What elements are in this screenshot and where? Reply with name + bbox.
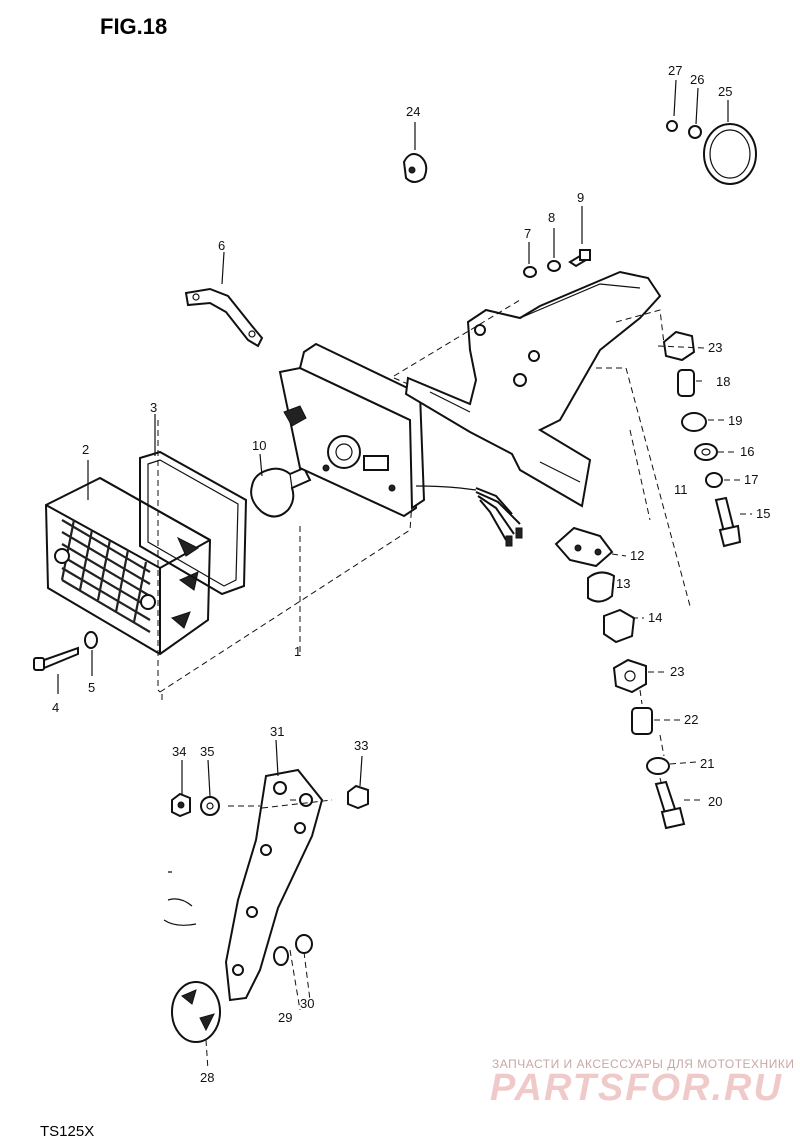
callout-24: 24 bbox=[406, 104, 420, 119]
callout-28: 28 bbox=[200, 1070, 214, 1085]
part-19-cushion bbox=[681, 412, 707, 432]
callout-8: 8 bbox=[548, 210, 555, 225]
callout-23-upper: 23 bbox=[708, 340, 722, 355]
callout-29: 29 bbox=[278, 1010, 292, 1025]
callout-11: 11 bbox=[674, 482, 688, 497]
part-22-collar bbox=[631, 707, 653, 735]
callout-labels: 1 2 3 4 5 6 7 8 9 10 11 12 13 14 15 16 1… bbox=[52, 63, 770, 1085]
part-12-holder bbox=[554, 526, 614, 568]
part-25-reflector bbox=[703, 123, 757, 185]
part-8-washer bbox=[547, 260, 561, 272]
part-29-washer bbox=[273, 946, 289, 966]
callout-26: 26 bbox=[690, 72, 704, 87]
callout-20: 20 bbox=[708, 794, 722, 809]
watermark-caption: ЗАПЧАСТИ И АКСЕССУАРЫ ДЛЯ МОТОТЕХНИКИ bbox=[492, 1057, 794, 1071]
callout-33: 33 bbox=[354, 738, 368, 753]
leader-lines bbox=[57, 79, 752, 1071]
part-16-washer bbox=[694, 443, 718, 461]
part-6-bracket bbox=[184, 287, 264, 348]
callout-27: 27 bbox=[668, 63, 682, 78]
part-13-cushion bbox=[587, 571, 616, 603]
part-34-nut bbox=[171, 792, 191, 818]
part-23-nut-upper bbox=[662, 330, 696, 362]
callout-3: 3 bbox=[150, 400, 157, 415]
part-23-nut-lower bbox=[612, 658, 647, 694]
callout-15: 15 bbox=[756, 506, 770, 521]
part-7-nut bbox=[523, 266, 537, 278]
callout-30: 30 bbox=[300, 996, 314, 1011]
callout-21: 21 bbox=[700, 756, 714, 771]
callout-18: 18 bbox=[716, 374, 730, 389]
callout-9: 9 bbox=[577, 190, 584, 205]
part-20-bolt bbox=[654, 780, 686, 830]
model-code: TS125X bbox=[40, 1123, 94, 1140]
callout-19: 19 bbox=[728, 413, 742, 428]
figure-title: FIG.18 bbox=[100, 14, 167, 39]
part-21-washer bbox=[646, 757, 670, 775]
callout-7: 7 bbox=[524, 226, 531, 241]
callout-14: 14 bbox=[648, 610, 662, 625]
callout-23-lower: 23 bbox=[670, 664, 684, 679]
part-1-lamp-housing bbox=[278, 342, 523, 547]
callout-22: 22 bbox=[684, 712, 698, 727]
part-31-plate bbox=[224, 768, 324, 1002]
part-14-collar bbox=[603, 608, 636, 644]
part-18-collar bbox=[677, 369, 695, 397]
callout-16: 16 bbox=[740, 444, 754, 459]
part-4-screw bbox=[33, 646, 79, 671]
callout-1: 1 bbox=[294, 644, 301, 659]
callout-6: 6 bbox=[218, 238, 225, 253]
callout-13: 13 bbox=[616, 576, 630, 591]
faint-marks bbox=[163, 871, 197, 926]
callout-25: 25 bbox=[718, 84, 732, 99]
part-2-lamp-lens bbox=[44, 476, 212, 656]
callout-17: 17 bbox=[744, 472, 758, 487]
part-27-nut bbox=[666, 120, 678, 132]
part-30-nut bbox=[295, 934, 313, 954]
part-11-bracket bbox=[404, 270, 662, 508]
callout-2: 2 bbox=[82, 442, 89, 457]
callout-35: 35 bbox=[200, 744, 214, 759]
part-24-grommet bbox=[402, 153, 428, 183]
part-33-nut bbox=[347, 784, 369, 810]
watermark: ЗАПЧАСТИ И АКСЕССУАРЫ ДЛЯ МОТОТЕХНИКИ PA… bbox=[490, 1057, 794, 1109]
callout-4: 4 bbox=[52, 700, 59, 715]
part-28-reflector bbox=[171, 981, 221, 1043]
watermark-logo: PARTSFOR.RU bbox=[490, 1067, 783, 1109]
part-26-washer bbox=[688, 125, 702, 139]
part-35-washer bbox=[200, 796, 220, 816]
callout-10: 10 bbox=[252, 438, 266, 453]
part-9-bolt bbox=[568, 249, 591, 268]
part-15-bolt bbox=[714, 496, 742, 548]
callout-12: 12 bbox=[630, 548, 644, 563]
callout-34: 34 bbox=[172, 744, 186, 759]
callout-5: 5 bbox=[88, 680, 95, 695]
part-10-bulb bbox=[250, 466, 312, 518]
part-5-washer bbox=[84, 631, 98, 649]
callout-31: 31 bbox=[270, 724, 284, 739]
part-3-gasket bbox=[139, 450, 248, 596]
part-17-washer bbox=[705, 472, 723, 488]
